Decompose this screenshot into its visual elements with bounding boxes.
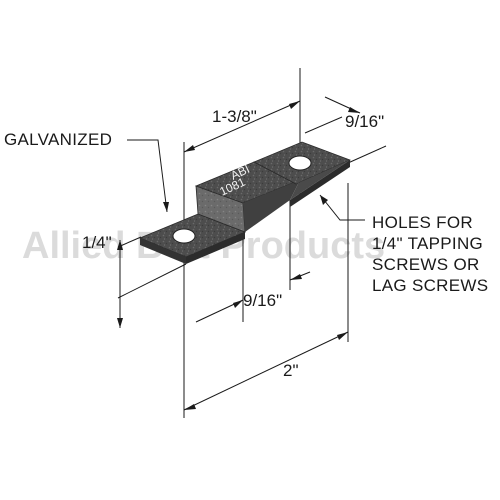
right-tab-top-fill <box>290 160 350 200</box>
holes-callout-line-3: SCREWS OR <box>372 255 480 274</box>
riser-right <box>243 180 300 232</box>
extension-lines <box>117 68 387 418</box>
dim-tab-width: 9/16" <box>345 112 384 131</box>
holes-callout-line-4: LAG SCREWS <box>372 276 488 295</box>
holes-callout-line-2: 1/4" TAPPING <box>372 234 483 253</box>
bracket-part: ABI 1081 <box>138 141 352 264</box>
arrowheads <box>117 101 360 410</box>
right-tab-front <box>290 160 350 207</box>
right-hole <box>288 155 312 171</box>
galvanized-callout: GALVANIZED <box>4 130 112 149</box>
dim-center-span: 1-3/8" <box>212 107 257 126</box>
dim-tab-length: 9/16" <box>243 291 282 310</box>
callout-leaders <box>127 139 365 221</box>
dim-overall-length: 2" <box>283 361 299 380</box>
holes-callout-line-1: HOLES FOR <box>372 213 473 232</box>
dim-thickness: 1/4" <box>82 233 112 252</box>
left-tab-side <box>186 232 245 264</box>
left-tab-front <box>140 238 186 264</box>
left-hole <box>172 228 196 244</box>
